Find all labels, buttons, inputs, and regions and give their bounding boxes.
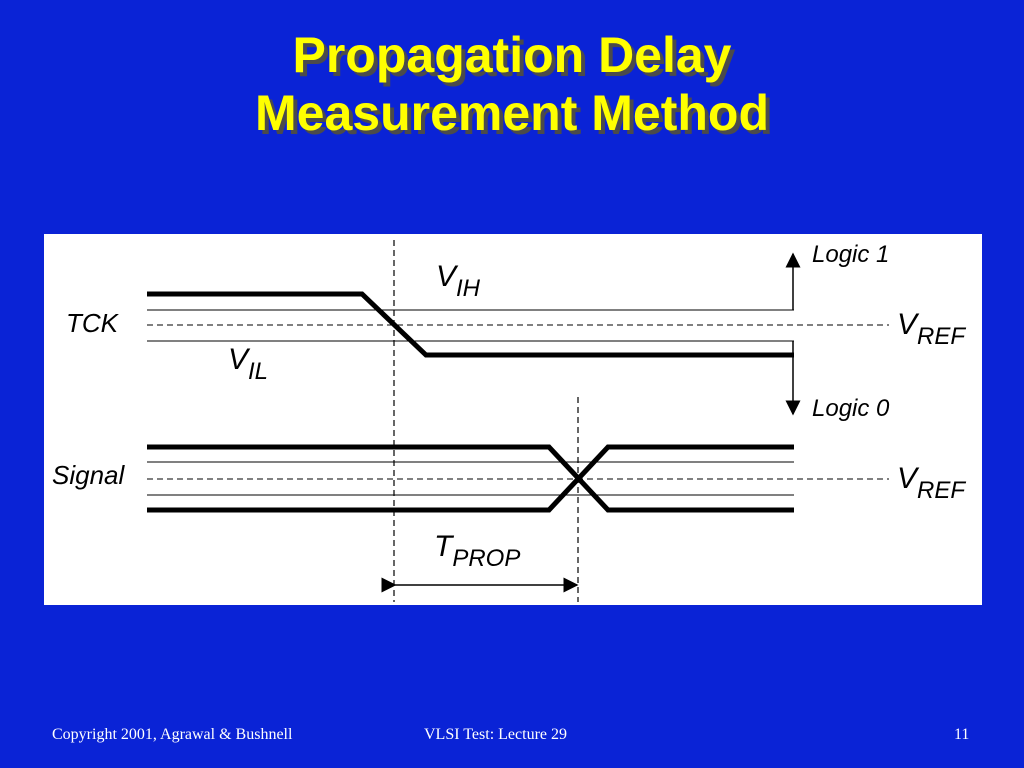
vih-label-sub: IH [456, 275, 481, 302]
vih-label: VIH [436, 260, 481, 302]
tck-label: TCK [66, 308, 120, 338]
footer-copyright: Copyright 2001, Agrawal & Bushnell [52, 726, 293, 743]
vil-label-main: V [228, 343, 251, 376]
title-line-1: Propagation Delay [292, 27, 732, 83]
timing-diagram: TCK Signal VIH VIL VREF VREF TPROP Logic… [52, 240, 966, 602]
tprop-label: TPROP [434, 530, 520, 572]
title-line-2: Measurement Method [255, 85, 769, 141]
vref-label-signal-sub: REF [917, 477, 966, 504]
signal-label: Signal [52, 460, 125, 490]
signal-waveform-low-to-high [147, 444, 794, 513]
timing-diagram-panel: TCK Signal VIH VIL VREF VREF TPROP Logic… [44, 234, 982, 605]
vref-label-tck: VREF [897, 308, 966, 350]
slide-title: Propagation Delay Measurement Method [0, 26, 1024, 142]
tprop-label-main: T [434, 530, 455, 563]
vref-label-tck-sub: REF [917, 323, 966, 350]
vref-label-signal: VREF [897, 462, 966, 504]
tck-waveform [147, 291, 794, 358]
vih-label-main: V [436, 260, 459, 293]
vref-label-tck-main: V [897, 308, 920, 341]
footer-course: VLSI Test: Lecture 29 [424, 726, 567, 743]
vil-label: VIL [228, 343, 268, 385]
vref-label-signal-main: V [897, 462, 920, 495]
logic-1-label: Logic 1 [812, 241, 889, 268]
logic-0-label: Logic 0 [812, 395, 890, 422]
vil-label-sub: IL [248, 358, 268, 385]
footer-page-number: 11 [954, 726, 970, 743]
tprop-label-sub: PROP [452, 545, 520, 572]
